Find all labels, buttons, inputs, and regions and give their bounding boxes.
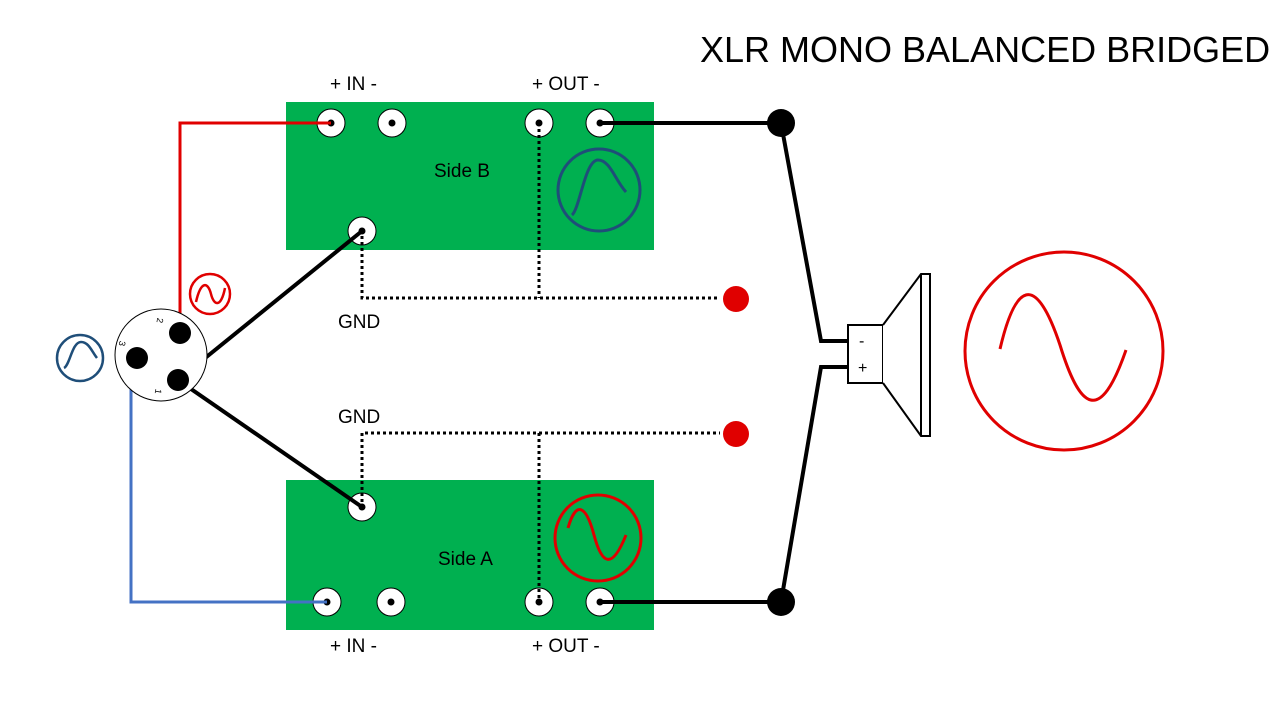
amp-a-out-label: + OUT - <box>532 636 600 657</box>
speaker-minus-label: - <box>859 333 864 350</box>
ground-wire-a <box>176 378 364 509</box>
sine-wave-icon <box>55 333 105 383</box>
diagram-title: XLR MONO BALANCED BRIDGED <box>700 29 1270 70</box>
speaker-plus-wire <box>779 365 848 603</box>
xlr-pin-1-label: 1 <box>153 388 164 395</box>
amp-b-in-minus-terminal <box>377 108 407 138</box>
sine-wave-icon <box>556 147 642 233</box>
amplifier-side-b: Side B + IN - + OUT - <box>286 74 654 250</box>
gnd-line-b <box>360 236 720 300</box>
xlr-pin-3 <box>126 347 148 369</box>
gnd-point-a <box>723 421 749 447</box>
speaker-minus-wire <box>779 122 848 343</box>
xlr-pin-1 <box>167 369 189 391</box>
cold-wire <box>129 358 327 604</box>
hot-wire <box>178 121 331 330</box>
gnd-label-a: GND <box>338 407 380 428</box>
gnd-label-b: GND <box>338 312 380 333</box>
speaker-icon: - + <box>847 273 931 437</box>
amp-a-in-minus-terminal <box>376 587 406 617</box>
xlr-connector-icon: 2 3 1 <box>114 308 208 402</box>
amp-a-in-label: + IN - <box>330 636 377 657</box>
ground-wire-b <box>176 229 364 382</box>
amp-b-out-label: + OUT - <box>532 74 600 95</box>
gnd-point-b <box>723 286 749 312</box>
xlr-pin-2 <box>169 322 191 344</box>
speaker-plus-label: + <box>858 360 867 377</box>
amp-a-name: Side A <box>438 549 493 570</box>
xlr-pin-2-label: 2 <box>155 317 166 324</box>
xlr-pin-3-label: 3 <box>117 340 128 347</box>
ground-lines <box>360 123 720 602</box>
sine-wave-icon <box>553 493 643 583</box>
sine-wave-icon <box>188 272 232 316</box>
sine-wave-icon <box>963 250 1165 452</box>
amplifier-side-a: Side A + IN - + OUT - <box>286 480 654 657</box>
amp-b-name: Side B <box>434 161 490 182</box>
gnd-line-a <box>360 431 720 502</box>
amp-b-in-label: + IN - <box>330 74 377 95</box>
